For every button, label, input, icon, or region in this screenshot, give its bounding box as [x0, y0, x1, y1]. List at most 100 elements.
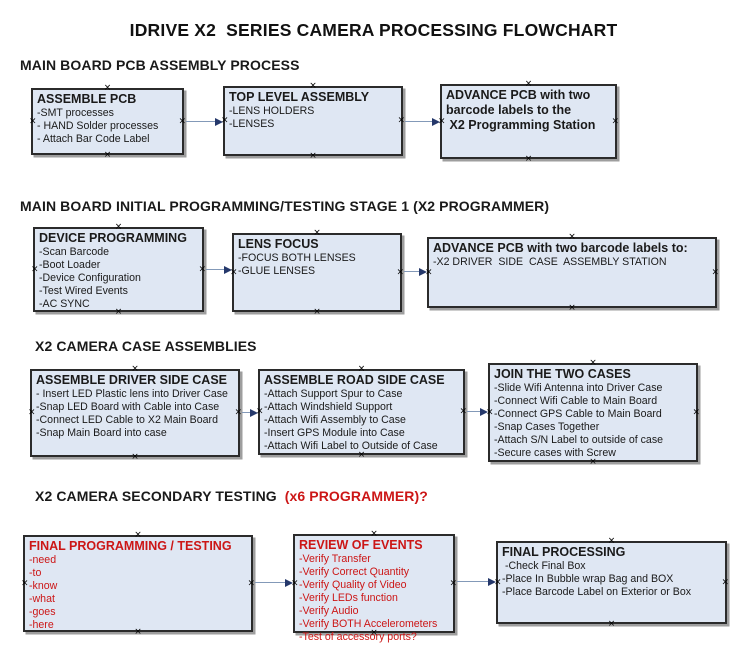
- node-item: -Boot Loader: [39, 259, 101, 271]
- connector-handle-icon: ×: [103, 83, 112, 93]
- node-item: -Snap Cases Together: [494, 421, 600, 433]
- node-item: -Attach Wifi Assembly to Case: [264, 414, 406, 426]
- flow-node-review-of-events[interactable]: REVIEW OF EVENTS-Verify Transfer-Verify …: [291, 529, 457, 644]
- node-item: -to: [29, 567, 42, 579]
- arrow-review-to-final-processing[interactable]: [456, 577, 496, 587]
- node-item: -LENSES: [229, 118, 275, 130]
- arrow-head-icon: [432, 118, 440, 126]
- arrow-final-programming-to-review[interactable]: [254, 578, 293, 588]
- node-title: ASSEMBLE DRIVER SIDE CASE: [36, 373, 228, 387]
- node-title: ASSEMBLE ROAD SIDE CASE: [264, 373, 445, 387]
- node-item: -Attach S/N Label to outside of case: [494, 434, 664, 446]
- node-title: ADVANCE PCB with two barcode labels to t…: [446, 88, 596, 132]
- node-item: -know: [29, 580, 58, 592]
- section-header-text: X2 CAMERA SECONDARY TESTING: [35, 488, 281, 504]
- flow-node-join-the-two-cases[interactable]: JOIN THE TWO CASES-Slide Wifi Antenna in…: [486, 358, 700, 467]
- arrow-line: [206, 269, 226, 271]
- arrow-head-icon: [419, 268, 427, 276]
- node-item: -need: [29, 554, 57, 566]
- section-header-text: (x6 PROGRAMMER)?: [280, 488, 428, 504]
- connector-handle-icon: ×: [589, 457, 597, 467]
- arrow-top-level-to-advance-pcb[interactable]: [404, 117, 440, 127]
- node-item: -goes: [29, 606, 56, 618]
- node-title: ASSEMBLE PCB: [37, 92, 137, 106]
- node-item: -Verify BOTH Accelerometers: [299, 618, 438, 630]
- node-item: - Insert LED Plastic lens into Driver Ca…: [36, 388, 228, 400]
- connector-handle-icon: ×: [21, 578, 29, 588]
- node-title: ADVANCE PCB with two barcode labels to:: [433, 241, 688, 255]
- flow-node-advance-pcb-to-programming-station[interactable]: ADVANCE PCB with two barcode labels to t…: [438, 79, 619, 164]
- arrow-head-icon: [488, 578, 496, 586]
- flow-node-assemble-road-side-case[interactable]: ASSEMBLE ROAD SIDE CASE-Attach Support S…: [256, 365, 467, 460]
- flow-node-advance-pcb-to-driver-side-station[interactable]: ADVANCE PCB with two barcode labels to:-…: [425, 233, 719, 313]
- node-item: -Test Wired Events: [39, 285, 128, 297]
- flow-node-device-programming[interactable]: DEVICE PROGRAMMING-Scan Barcode-Boot Loa…: [31, 222, 206, 317]
- arrow-line: [467, 411, 482, 413]
- flow-node-lens-focus[interactable]: LENS FOCUS-FOCUS BOTH LENSES-GLUE LENSES…: [230, 228, 404, 317]
- section-header-x2-camera-secondary-testing: X2 CAMERA SECONDARY TESTING (x6 PROGRAMM…: [35, 488, 428, 504]
- node-item: -Secure cases with Screw: [494, 447, 616, 459]
- node-item: -X2 DRIVER SIDE CASE ASSEMBLY STATION: [433, 256, 667, 268]
- node-item: - HAND Solder processes: [37, 120, 159, 132]
- node-title: JOIN THE TWO CASES: [494, 367, 631, 381]
- connector-handle-icon: ×: [589, 358, 597, 368]
- arrow-road-case-to-join-cases[interactable]: [466, 407, 488, 417]
- arrow-line: [404, 271, 421, 273]
- flow-node-top-level-assembly[interactable]: TOP LEVEL ASSEMBLY-LENS HOLDERS-LENSES××…: [221, 81, 405, 161]
- flow-node-final-programming-testing[interactable]: FINAL PROGRAMMING / TESTING-need-to-know…: [21, 530, 255, 637]
- connector-handle-icon: ×: [29, 116, 37, 126]
- arrow-head-icon: [215, 118, 223, 126]
- section-header-main-board-pcb-assembly-process: MAIN BOARD PCB ASSEMBLY PROCESS: [20, 57, 300, 73]
- connector-handle-icon: ×: [131, 364, 139, 374]
- arrow-assemble-pcb-to-top-level[interactable]: [185, 117, 223, 127]
- connector-handle-icon: ×: [611, 116, 619, 126]
- flow-node-final-processing[interactable]: FINAL PROCESSING -Check Final Box-Place …: [494, 536, 729, 629]
- arrow-line: [242, 412, 252, 414]
- node-title: FINAL PROGRAMMING / TESTING: [29, 539, 232, 553]
- node-title: DEVICE PROGRAMMING: [39, 231, 187, 245]
- arrow-head-icon: [250, 409, 258, 417]
- node-item: -AC SYNC: [39, 298, 90, 310]
- section-header-text: MAIN BOARD PCB ASSEMBLY PROCESS: [20, 57, 300, 73]
- node-item: -what: [29, 593, 55, 605]
- node-item: -Verify LEDs function: [299, 592, 398, 604]
- node-item: -Connect Wifi Cable to Main Board: [494, 395, 658, 407]
- node-item: -Snap Main Board into case: [36, 427, 167, 439]
- arrow-head-icon: [285, 579, 293, 587]
- connector-handle-icon: ×: [607, 619, 616, 629]
- connector-handle-icon: ×: [313, 307, 321, 317]
- connector-handle-icon: ×: [31, 264, 39, 274]
- connector-handle-icon: ×: [607, 536, 616, 546]
- connector-handle-icon: ×: [711, 267, 719, 277]
- arrow-driver-case-to-road-case[interactable]: [241, 408, 258, 418]
- node-item: -FOCUS BOTH LENSES: [238, 252, 356, 264]
- connector-handle-icon: ×: [134, 530, 142, 540]
- node-item: - Attach Bar Code Label: [37, 133, 150, 145]
- arrow-device-programming-to-lens-focus[interactable]: [205, 265, 232, 275]
- node-item: -Connect LED Cable to X2 Main Board: [36, 414, 218, 426]
- connector-handle-icon: ×: [721, 577, 729, 587]
- connector-handle-icon: ×: [524, 79, 533, 89]
- node-item: -Check Final Box: [502, 560, 586, 572]
- arrow-lens-focus-to-advance-pcb[interactable]: [403, 267, 427, 277]
- node-item: -Verify Quality of Video: [299, 579, 407, 591]
- section-header-text: X2 CAMERA CASE ASSEMBLIES: [35, 338, 257, 354]
- node-item: -here: [29, 619, 54, 631]
- flow-node-assemble-pcb[interactable]: ASSEMBLE PCB-SMT processes- HAND Solder …: [29, 83, 186, 160]
- flow-node-assemble-driver-side-case[interactable]: ASSEMBLE DRIVER SIDE CASE- Insert LED Pl…: [28, 364, 242, 462]
- connector-handle-icon: ×: [103, 150, 112, 160]
- node-item: -Snap LED Board with Cable into Case: [36, 401, 220, 413]
- connector-handle-icon: ×: [370, 529, 378, 539]
- node-item: -Attach Support Spur to Case: [264, 388, 403, 400]
- connector-handle-icon: ×: [357, 450, 366, 460]
- node-item: -Place In Bubble wrap Bag and BOX: [502, 573, 674, 585]
- node-item: -GLUE LENSES: [238, 265, 316, 277]
- node-item: -Verify Audio: [299, 605, 359, 617]
- connector-handle-icon: ×: [313, 228, 321, 238]
- arrow-head-icon: [224, 266, 232, 274]
- node-title: FINAL PROCESSING: [502, 545, 626, 559]
- connector-handle-icon: ×: [309, 81, 317, 91]
- connector-handle-icon: ×: [114, 222, 123, 232]
- arrow-line: [405, 121, 434, 123]
